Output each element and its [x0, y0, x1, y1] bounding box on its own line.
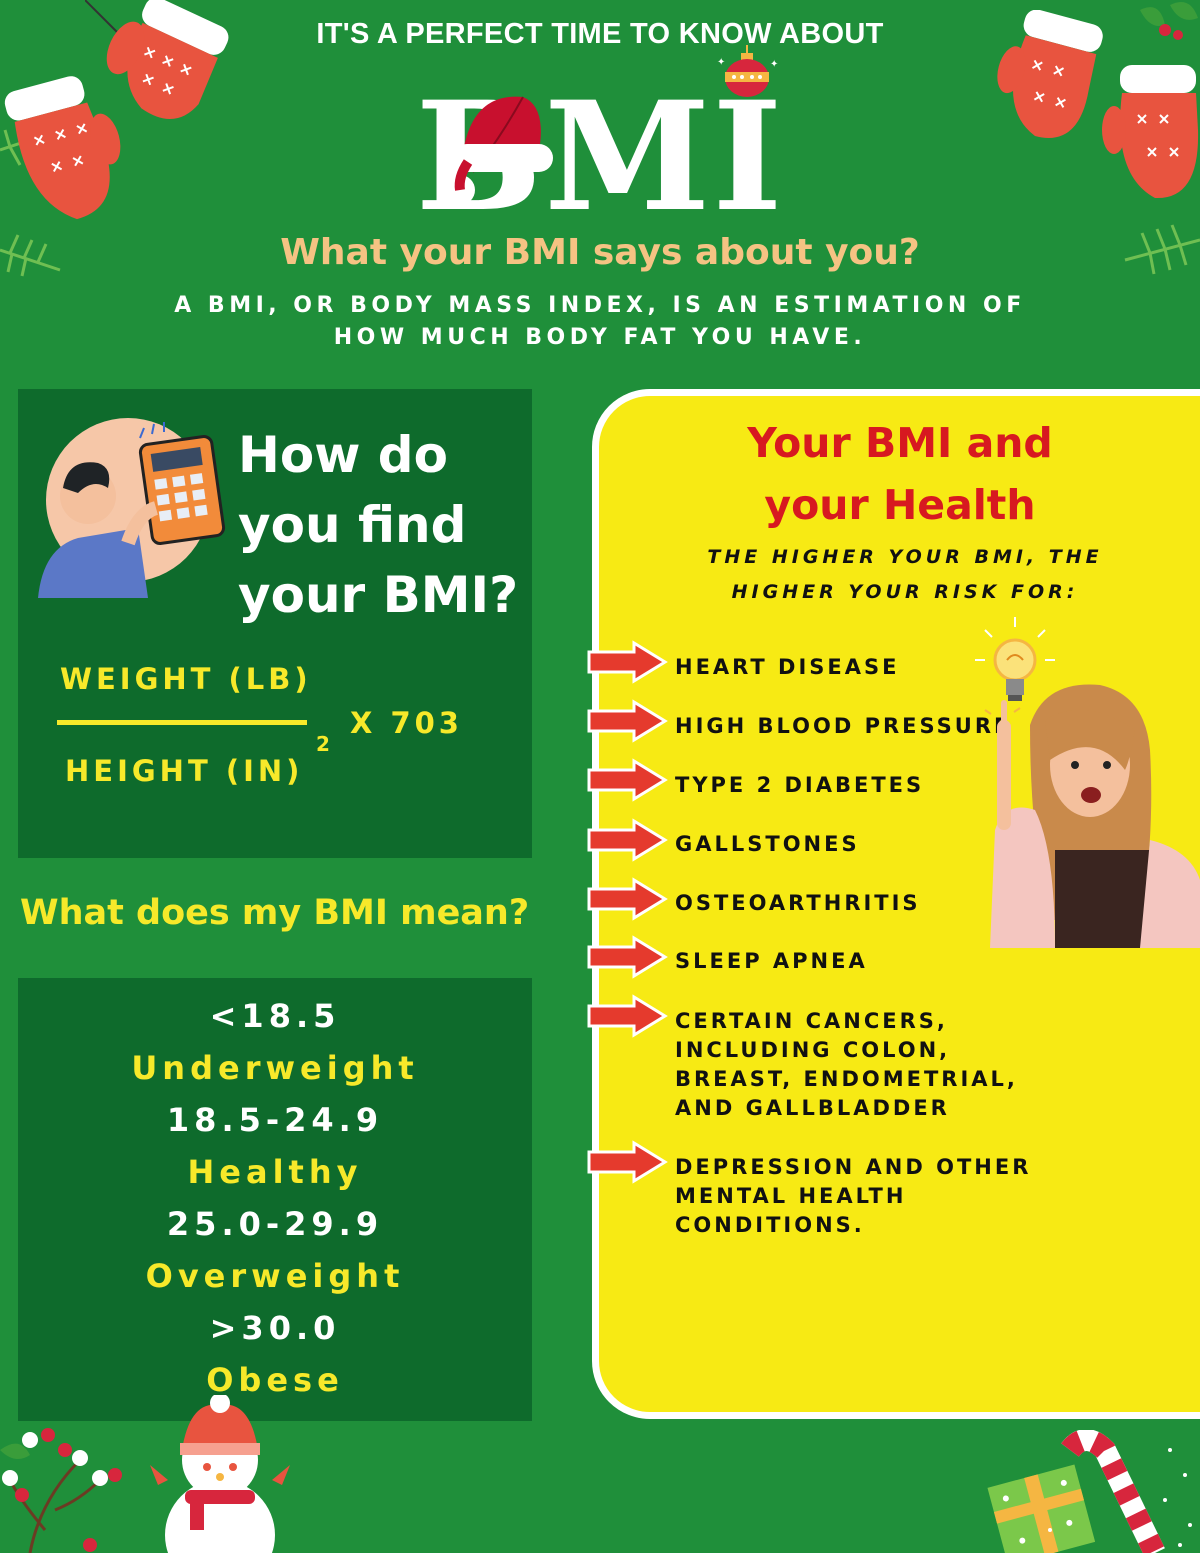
intro-text: A BMI, OR BODY MASS INDEX, IS AN ESTIMAT…	[174, 293, 1026, 350]
risk-item-line: CONDITIONS.	[675, 1213, 865, 1237]
svg-text:✦: ✦	[770, 59, 778, 70]
bmi-range-value: 25.0-29.9	[166, 1205, 384, 1243]
bmi-range-value: >30.0	[209, 1309, 341, 1347]
candy-cane-icon	[1048, 1430, 1192, 1553]
calculator-person-icon	[38, 418, 226, 598]
find-bmi-heading-line: How do	[238, 426, 448, 484]
pine-branch-icon	[1124, 224, 1200, 275]
mitten-icon	[1102, 65, 1199, 199]
formula-fraction-bar	[57, 720, 307, 725]
risk-item-line: GALLSTONES	[675, 832, 860, 856]
arrow-right-icon	[587, 758, 668, 802]
page-title: BMI	[415, 69, 785, 245]
bmi-range-label: Obese	[206, 1361, 344, 1399]
formula-denominator: HEIGHT (IN)	[65, 754, 304, 788]
risk-item-line: INCLUDING COLON,	[675, 1038, 951, 1062]
subtitle: What your BMI says about you?	[280, 232, 920, 273]
risk-item-line: AND GALLBLADDER	[675, 1096, 950, 1120]
snowman-icon	[150, 1395, 290, 1553]
bmi-range-label: Overweight	[145, 1257, 405, 1295]
formula-numerator: WEIGHT (LB)	[60, 662, 312, 696]
risk-item: HEART DISEASE	[675, 653, 1055, 682]
arrow-right-icon	[587, 818, 668, 862]
health-title-line: Your BMI and	[747, 419, 1053, 467]
formula-exponent: 2	[316, 732, 330, 756]
risk-item: GALLSTONES	[675, 830, 1055, 859]
woman-pointing-icon	[984, 684, 1200, 948]
santa-hat-icon	[445, 96, 553, 205]
risk-item: SLEEP APNEA	[675, 947, 1055, 976]
risk-item: HIGH BLOOD PRESSURE	[675, 712, 1055, 741]
mitten-icon	[4, 76, 121, 220]
mitten-icon	[997, 10, 1103, 138]
risk-intro-line: THE HIGHER YOUR BMI, THE	[707, 546, 1103, 568]
health-title-line: your Health	[764, 481, 1036, 529]
risk-item-line: SLEEP APNEA	[675, 949, 868, 973]
arrow-right-icon	[587, 640, 668, 684]
arrow-right-icon	[587, 877, 668, 921]
risk-item: TYPE 2 DIABETES	[675, 771, 1055, 800]
bmi-range-label: Underweight	[131, 1049, 419, 1087]
bmi-range-label: Healthy	[187, 1153, 363, 1191]
risk-item-line: OSTEOARTHRITIS	[675, 891, 921, 915]
risk-item-line: CERTAIN CANCERS,	[675, 1009, 948, 1033]
risk-item-line: HEART DISEASE	[675, 655, 900, 679]
risk-item-line: TYPE 2 DIABETES	[675, 773, 925, 797]
bmi-range-value: 18.5-24.9	[166, 1101, 384, 1139]
arrow-right-icon	[587, 699, 668, 743]
gift-box-icon	[987, 1464, 1095, 1553]
lightbulb-icon	[975, 617, 1055, 701]
bmi-ranges-panel	[18, 978, 532, 1421]
risk-intro: THE HIGHER YOUR BMI, THE HIGHER YOUR RIS…	[640, 540, 1170, 610]
risk-item-line: HIGH BLOOD PRESSURE	[675, 714, 1012, 738]
ornament-icon: ✦ ✦	[717, 45, 778, 97]
risk-item-line: MENTAL HEALTH	[675, 1184, 907, 1208]
meaning-heading: What does my BMI mean?	[20, 893, 530, 933]
arrow-right-icon	[587, 935, 668, 979]
svg-text:✦: ✦	[717, 57, 725, 68]
risk-item-line: DEPRESSION AND OTHER	[675, 1155, 1032, 1179]
find-bmi-heading-line: you find	[238, 496, 467, 554]
formula-multiplier: X 703	[350, 706, 463, 740]
risk-item-line: BREAST, ENDOMETRIAL,	[675, 1067, 1018, 1091]
berry-branch-icon	[0, 1428, 122, 1553]
arrow-right-icon	[587, 1140, 668, 1184]
find-bmi-heading-line: your BMI?	[238, 566, 519, 624]
bmi-ranges-list: <18.5 Underweight 18.5-24.9 Healthy 25.0…	[18, 990, 532, 1406]
header-kicker: IT'S A PERFECT TIME TO KNOW ABOUT	[316, 18, 884, 50]
risk-item: OSTEOARTHRITIS	[675, 889, 1055, 918]
risk-intro-line: HIGHER YOUR RISK FOR:	[731, 581, 1079, 603]
find-bmi-heading: How do you find your BMI?	[238, 420, 538, 630]
mitten-icon	[85, 0, 229, 119]
risk-item: CERTAIN CANCERS, INCLUDING COLON, BREAST…	[675, 1007, 1055, 1123]
bmi-range-value: <18.5	[209, 997, 341, 1035]
health-title: Your BMI and your Health	[620, 412, 1180, 536]
pine-branch-icon	[1140, 1, 1198, 40]
arrow-right-icon	[587, 994, 668, 1038]
risk-item: DEPRESSION AND OTHER MENTAL HEALTH CONDI…	[675, 1153, 1055, 1240]
